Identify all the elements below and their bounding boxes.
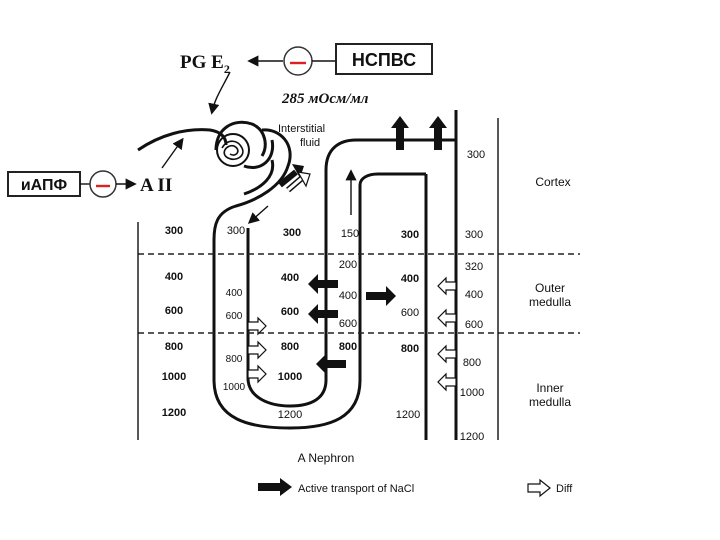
iapf-box: [7, 171, 81, 197]
osm-coll-300: 300: [465, 229, 483, 241]
nsaid-box: [335, 43, 433, 75]
diffusion-arrow-desc-3: [247, 364, 267, 384]
loop-of-henle-bottom: [212, 379, 362, 430]
active-transport-arrow-3: [316, 354, 346, 374]
zone-outer-1: Outer: [535, 281, 565, 295]
bowman-capsule: [214, 120, 275, 169]
osm-left-300: 300: [165, 225, 183, 237]
zone-outer-2: medulla: [529, 295, 571, 309]
up-arrow-2: [429, 116, 447, 150]
osm-right-400: 400: [465, 289, 483, 301]
asc-400: 400: [339, 290, 357, 302]
osm-right-1000: 1000: [460, 387, 484, 399]
asc-150: 150: [341, 228, 359, 240]
minus-circle-left: [89, 170, 117, 198]
glomerulus: [216, 133, 250, 167]
mid-800: 800: [281, 341, 299, 353]
diffusion-arrow-desc-1: [247, 316, 267, 336]
pge2-label: PG E2: [180, 52, 230, 76]
osm-right-300: 300: [467, 149, 485, 161]
mid-600: 600: [281, 306, 299, 318]
osm-left-400: 400: [165, 271, 183, 283]
loop-inner-bottom: [246, 377, 328, 408]
desc-1000: 1000: [223, 382, 246, 393]
osm-left-600: 600: [165, 305, 183, 317]
diffusion-arrow-cd-4: [437, 372, 457, 392]
afferent-arteriole: [137, 128, 228, 152]
mid-300: 300: [283, 227, 301, 239]
mid-1200: 1200: [278, 409, 302, 421]
legend-active-arrow: [258, 478, 292, 496]
desc-800: 800: [226, 354, 243, 365]
osm-right-600: 600: [465, 319, 483, 331]
desc-400: 400: [226, 288, 243, 299]
legend-active-label: Active transport of NaCl: [298, 483, 414, 495]
nsaid-label: НСПВС: [352, 50, 416, 70]
proximal-tubule-inner: [243, 159, 275, 196]
diffusion-arrow-cd-1: [437, 276, 457, 296]
zone-inner-2: medulla: [529, 395, 571, 409]
pge2-to-glomerulus-arrow: [208, 71, 231, 115]
osm-left-1000: 1000: [162, 371, 186, 383]
active-transport-arrow-2: [308, 304, 338, 324]
rt-300: 300: [401, 229, 419, 241]
osm-right-800: 800: [463, 357, 481, 369]
minus-circle-top: [283, 46, 313, 76]
asc-200: 200: [339, 259, 357, 271]
active-transport-arrow-out: [366, 286, 396, 306]
osm-left-1200: 1200: [162, 407, 186, 419]
zone-cortex: Cortex: [535, 175, 570, 189]
diffusion-arrow-desc-2: [247, 340, 267, 360]
rt-600: 600: [401, 307, 419, 319]
reabsorption-arrow-open: [286, 171, 311, 193]
caption-nephron: A Nephron: [298, 451, 355, 465]
desc-300: 300: [227, 225, 245, 237]
legend-diff-arrow: [527, 478, 551, 498]
osmolarity-label: 285 мОсм/мл: [281, 91, 369, 107]
diffusion-arrow-cd-3: [437, 344, 457, 364]
active-transport-arrow-1: [308, 274, 338, 294]
diffusion-arrow-cd-2: [437, 308, 457, 328]
asc-600: 600: [339, 318, 357, 330]
fluid-label: fluid: [300, 137, 320, 149]
asc-800: 800: [339, 341, 357, 353]
mid-1000: 1000: [278, 371, 302, 383]
rt-400: 400: [401, 273, 419, 285]
mid-400: 400: [281, 272, 299, 284]
iapf-label: иАПФ: [21, 177, 68, 194]
up-arrow-1: [391, 116, 409, 150]
desc-600: 600: [226, 311, 243, 322]
distal-tubule: [324, 138, 456, 171]
distal-tubule-inner: [358, 172, 426, 186]
a2-label: A II: [140, 175, 172, 196]
osm-left-800: 800: [165, 341, 183, 353]
osm-right-320: 320: [465, 261, 483, 273]
osm-right-1200: 1200: [460, 431, 484, 443]
zone-inner-1: Inner: [536, 381, 563, 395]
interstitial-label: Interstitial: [278, 123, 325, 135]
tubule-flow-arrow: [247, 205, 269, 224]
proximal-tubule: [212, 128, 292, 241]
a2-arrow: [161, 137, 184, 169]
rt-800: 800: [401, 343, 419, 355]
legend-diff-label: Diff: [556, 483, 573, 495]
rt-1200: 1200: [396, 409, 420, 421]
